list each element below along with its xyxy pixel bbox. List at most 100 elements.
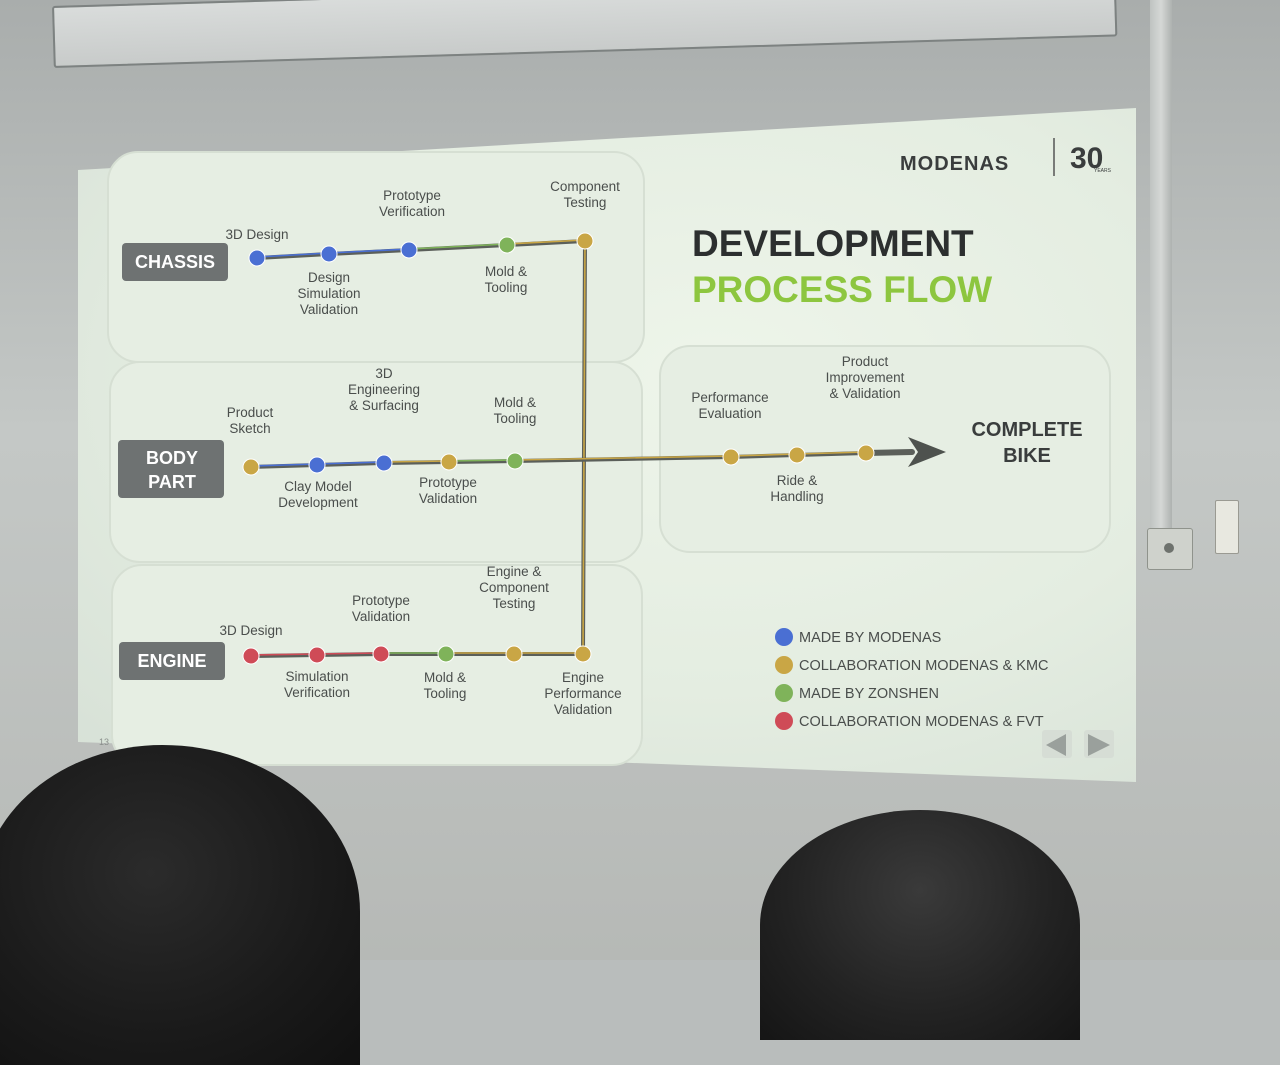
flow-connector: [315, 652, 383, 657]
chassis-step-label-2: Verification: [379, 204, 445, 219]
engine-node-0: [242, 647, 260, 665]
engine-step-label-5: Engine: [562, 670, 604, 685]
flow-lines: [249, 239, 946, 658]
body-part-step-label-1: Development: [278, 495, 358, 510]
legend-swatch-made-by-modenas: [775, 628, 793, 646]
flow-connector: [448, 459, 516, 462]
body-part-step-label-4: Mold &: [494, 395, 536, 410]
wall-switch: [1215, 500, 1239, 554]
audience-head-right: [760, 810, 1080, 1040]
flow-connector: [316, 461, 385, 465]
slide-next-button[interactable]: [1084, 730, 1114, 758]
wall-socket: [1147, 528, 1193, 570]
chassis-step-label-1: Design: [308, 270, 350, 285]
body-part-step-label-2: Engineering: [348, 382, 420, 397]
body-part-step-label-3: Prototype: [419, 475, 477, 490]
engine-step-label-5: Validation: [554, 702, 612, 717]
final-node-1: [788, 446, 806, 464]
engine-step-label-0: 3D Design: [219, 623, 282, 638]
chassis-step-label-3: Tooling: [485, 280, 528, 295]
chassis-node-4: [576, 232, 594, 250]
engine-node-4: [505, 645, 523, 663]
chassis-step-label-0: 3D Design: [225, 227, 288, 242]
engine-node-3: [437, 645, 455, 663]
flow-connector: [729, 453, 799, 459]
flow-connector: [382, 460, 451, 465]
arrow-right-icon: [1088, 734, 1110, 756]
final-step-label-2: Improvement: [826, 370, 905, 385]
engine-step-label-1: Verification: [284, 685, 350, 700]
engine-node-5: [574, 645, 592, 663]
flow-connector: [315, 461, 386, 467]
engine-step-label-4: Engine &: [487, 564, 542, 579]
page-number: 13: [99, 737, 109, 747]
chassis-step-label-4: Testing: [564, 195, 607, 210]
engine-node-2: [372, 645, 390, 663]
track-label-body-part: BODY PART: [118, 440, 224, 498]
body-part-step-label-3: Validation: [419, 491, 477, 506]
flow-labels: 3D DesignDesignSimulationValidationProto…: [219, 179, 904, 717]
legend-swatch-made-by-zonshen: [775, 684, 793, 702]
body-part-node-2: [375, 454, 393, 472]
flow-connector: [795, 451, 868, 457]
final-step-label-1: Ride &: [777, 473, 818, 488]
body-part-node-3: [440, 453, 458, 471]
track-label-engine: ENGINE: [119, 642, 225, 680]
track-label-chassis: CHASSIS: [122, 243, 228, 281]
flow-connector: [383, 460, 450, 463]
legend-swatch-collaboration-modenas-fvt: [775, 712, 793, 730]
final-stage-panel: [659, 345, 1111, 553]
panels: [107, 151, 1111, 766]
flow-connector: [249, 463, 319, 469]
chassis-node-1: [320, 245, 338, 263]
final-step-label-2: Product: [842, 354, 889, 369]
title-line-1: DEVELOPMENT: [692, 223, 974, 264]
engine-step-label-4: Component: [479, 580, 549, 595]
wall-conduit: [1150, 0, 1172, 560]
engine-step-label-1: Simulation: [285, 669, 348, 684]
chassis-step-label-3: Mold &: [485, 264, 527, 279]
flow-connector: [255, 252, 331, 260]
final-step-label-0: Evaluation: [698, 406, 761, 421]
body-part-node-1: [308, 456, 326, 474]
track-label-engine-text: ENGINE: [137, 651, 206, 671]
flow-connector: [256, 252, 330, 258]
legend-swatch-collaboration-modenas-kmc: [775, 656, 793, 674]
flow-connector: [407, 243, 509, 252]
legend-label-collaboration-modenas-fvt: COLLABORATION MODENAS & FVT: [799, 714, 1044, 730]
flow-nodes: [242, 232, 875, 665]
engine-step-label-3: Tooling: [424, 686, 467, 701]
track-label-body-part-text: BODY PART: [146, 448, 198, 492]
flow-connector: [513, 455, 733, 463]
chassis-step-label-4: Component: [550, 179, 620, 194]
chassis-step-label-1: Simulation: [297, 286, 360, 301]
title-line-2: PROCESS FLOW: [692, 269, 992, 310]
legend-label-made-by-modenas: MADE BY MODENAS: [799, 630, 941, 646]
engine-node-1: [308, 646, 326, 664]
flow-connector: [408, 243, 508, 250]
body-part-word: PART: [148, 472, 196, 492]
flow-connector: [582, 240, 586, 655]
engine-step-label-2: Prototype: [352, 593, 410, 608]
slide-prev-button[interactable]: [1042, 730, 1072, 758]
engine-step-label-4: Testing: [493, 596, 536, 611]
chassis-node-3: [498, 236, 516, 254]
body-part-word: BODY: [146, 448, 198, 468]
flow-connector: [796, 451, 867, 455]
flow-connector: [316, 652, 382, 655]
engine-step-label-2: Validation: [352, 609, 410, 624]
body-part-step-label-0: Product: [227, 405, 274, 420]
body-part-step-label-2: 3D: [375, 366, 393, 381]
complete-bike-line-2: BIKE: [1003, 445, 1051, 467]
chassis-node-2: [400, 241, 418, 259]
brand-logo: MODENAS: [900, 153, 1009, 175]
flow-connector: [249, 653, 319, 658]
body-part-step-label-2: & Surfacing: [349, 398, 419, 413]
flow-connector: [250, 463, 318, 467]
arrow-left-icon: [1046, 734, 1066, 756]
engine-step-label-5: Performance: [544, 686, 621, 701]
anniversary-sub: YEARS: [1094, 168, 1112, 174]
flow-connector: [328, 248, 410, 254]
body-part-node-4: [506, 452, 524, 470]
